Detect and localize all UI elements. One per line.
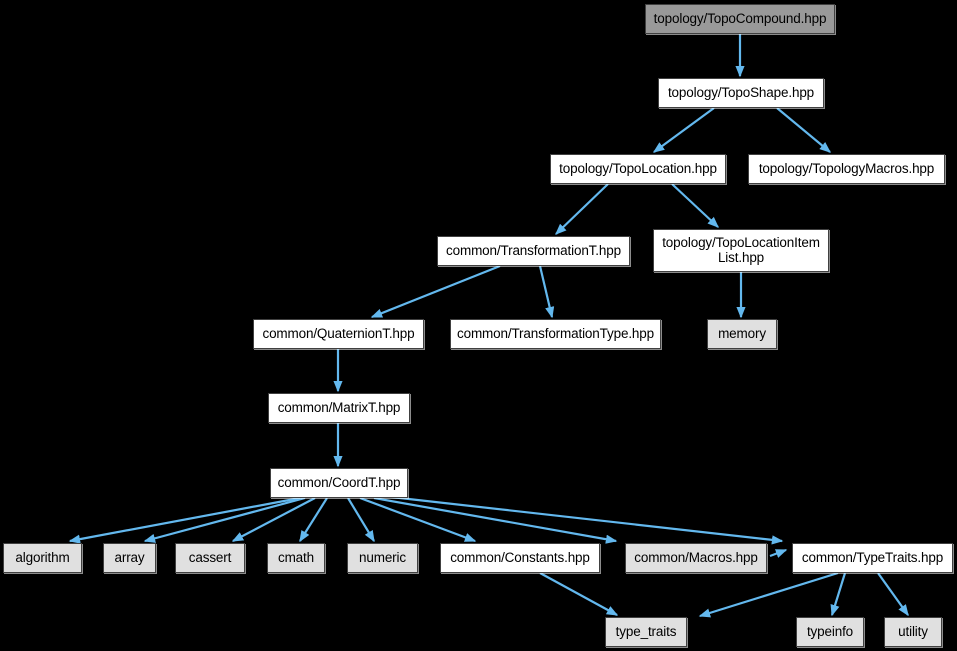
graph-node-typeinfo[interactable]: typeinfo — [796, 617, 864, 647]
graph-node-numeric[interactable]: numeric — [347, 543, 418, 573]
edge-macros-to-typetraits — [769, 548, 788, 558]
graph-node-label: common/Macros.hpp — [634, 549, 758, 565]
edge-constants-to-type_traits — [539, 572, 619, 616]
edge-typetraits-to-typeinfo — [830, 572, 847, 617]
edge-coordt-to-cmath — [299, 497, 328, 543]
graph-node-constants[interactable]: common/Constants.hpp — [440, 543, 600, 573]
edge-transformationt-to-quaterniont — [370, 264, 501, 319]
graph-node-label: algorithm — [15, 549, 70, 565]
graph-node-memory[interactable]: memory — [707, 319, 777, 349]
graph-node-transformationtype[interactable]: common/TransformationType.hpp — [450, 319, 661, 349]
graph-node-label: type_traits — [615, 623, 677, 639]
graph-node-label: topology/TopoLocation.hpp — [559, 160, 717, 176]
graph-node-topolocationitemlist[interactable]: topology/TopoLocationItem List.hpp — [653, 229, 829, 272]
edge-toposhape-to-topologymacros — [776, 107, 832, 153]
edge-toposhape-to-topolocation — [652, 107, 715, 153]
graph-node-label: common/TransformationT.hpp — [446, 242, 621, 258]
graph-node-array[interactable]: array — [103, 543, 156, 573]
graph-node-utility[interactable]: utility — [884, 617, 942, 647]
graph-node-label: topology/TopoCompound.hpp — [653, 10, 827, 26]
graph-node-label: topology/TopoLocationItem List.hpp — [662, 234, 820, 265]
edge-topolocation-to-topolocationitemlist — [671, 183, 719, 228]
graph-node-cmath[interactable]: cmath — [267, 543, 325, 573]
graph-node-label: common/TransformationType.hpp — [457, 325, 654, 341]
graph-node-coordt[interactable]: common/CoordT.hpp — [270, 468, 408, 498]
edge-coordt-to-typetraits — [381, 494, 784, 545]
edge-coordt-to-macros — [373, 496, 618, 544]
edge-coordt-to-algorithm — [68, 496, 301, 544]
graph-node-label: typeinfo — [806, 623, 854, 639]
graph-node-label: utility — [898, 623, 928, 639]
graph-node-label: topology/TopologyMacros.hpp — [758, 160, 935, 176]
edge-transformationt-to-transformationtype — [538, 265, 555, 319]
graph-node-label: common/QuaternionT.hpp — [262, 325, 415, 341]
graph-node-label: common/TypeTraits.hpp — [801, 549, 944, 565]
graph-node-cassert[interactable]: cassert — [175, 543, 245, 573]
graph-node-topocompound[interactable]: topology/TopoCompound.hpp — [645, 4, 835, 34]
edge-coordt-to-constants — [359, 496, 477, 543]
graph-node-label: numeric — [359, 549, 406, 565]
graph-node-label: memory — [718, 325, 766, 341]
graph-node-label: common/MatrixT.hpp — [277, 399, 401, 415]
graph-node-macros[interactable]: common/Macros.hpp — [625, 543, 767, 573]
graph-node-label: topology/TopoShape.hpp — [667, 84, 815, 100]
graph-node-toposhape[interactable]: topology/TopoShape.hpp — [658, 78, 824, 108]
edge-coordt-to-numeric — [347, 497, 375, 543]
graph-node-label: cassert — [188, 549, 232, 565]
graph-node-topolocation[interactable]: topology/TopoLocation.hpp — [550, 154, 726, 184]
edge-group — [68, 34, 909, 618]
graph-node-label: cmath — [277, 549, 314, 565]
graph-node-label: common/Constants.hpp — [450, 549, 590, 565]
graph-node-label: array — [114, 549, 145, 565]
edge-typetraits-to-type_traits — [698, 571, 839, 618]
graph-node-quaterniont[interactable]: common/QuaternionT.hpp — [253, 319, 424, 349]
graph-node-transformationt[interactable]: common/TransformationT.hpp — [437, 236, 630, 266]
graph-node-algorithm[interactable]: algorithm — [3, 543, 82, 573]
edge-coordt-to-array — [143, 496, 306, 543]
graph-node-typetraits[interactable]: common/TypeTraits.hpp — [792, 543, 953, 573]
edge-topolocation-to-transformationt — [555, 183, 609, 235]
graph-node-topologymacros[interactable]: topology/TopologyMacros.hpp — [748, 154, 945, 184]
graph-node-matrixt[interactable]: common/MatrixT.hpp — [268, 393, 410, 423]
edge-coordt-to-cassert — [231, 497, 316, 542]
edge-typetraits-to-utility — [877, 572, 909, 617]
graph-node-type_traits[interactable]: type_traits — [605, 617, 687, 647]
graph-node-label: common/CoordT.hpp — [277, 474, 401, 490]
